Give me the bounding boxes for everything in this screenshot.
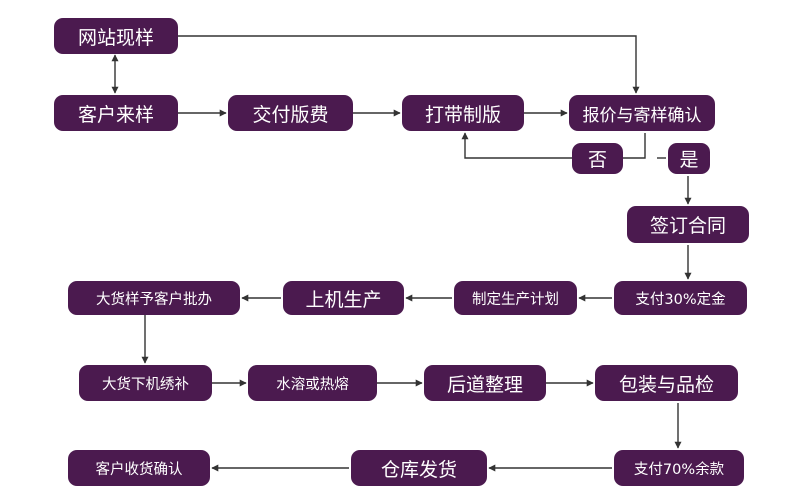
node-pay-70-balance: 支付70%余款 [614, 450, 744, 486]
node-no: 否 [572, 143, 623, 174]
node-quote-and-send-sample: 报价与寄样确认 [569, 95, 715, 131]
node-pay-30-deposit: 支付30%定金 [614, 281, 747, 315]
node-sign-contract: 签订合同 [627, 206, 749, 243]
arrow-website-to-quote [178, 35, 640, 94]
node-customer-sample: 客户来样 [54, 95, 178, 131]
node-warehouse-shipping: 仓库发货 [351, 450, 487, 486]
node-water-soluble-or-heat-melt: 水溶或热熔 [248, 365, 377, 401]
node-bulk-machine-embroidery: 大货下机绣补 [79, 365, 212, 401]
node-bulk-sample-approval: 大货样予客户批办 [68, 281, 240, 315]
node-make-strip-plate: 打带制版 [402, 95, 524, 131]
node-customer-confirms-receipt: 客户收货确认 [68, 450, 210, 486]
node-pay-plate-fee: 交付版费 [228, 95, 353, 131]
node-yes: 是 [668, 143, 710, 174]
node-machine-production: 上机生产 [283, 281, 404, 315]
node-production-plan: 制定生产计划 [454, 281, 577, 315]
node-packing-and-inspection: 包装与品检 [595, 365, 738, 401]
node-website-sample: 网站现样 [54, 18, 178, 54]
arrow-no-back-to-plate [461, 132, 646, 159]
node-post-processing: 后道整理 [424, 365, 546, 401]
